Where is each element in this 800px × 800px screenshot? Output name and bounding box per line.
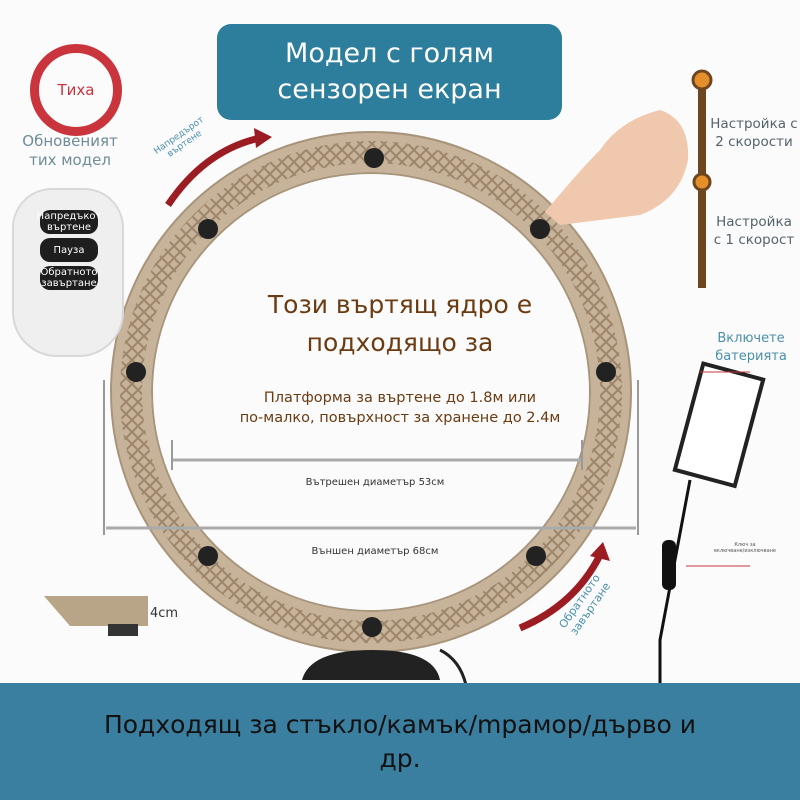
height-label: 4cm: [150, 606, 179, 621]
roller-wheel: [198, 546, 218, 566]
banner-line-2: сензорен екран: [277, 74, 502, 105]
inner-diameter-label: Вътрешен диаметър 53см: [305, 477, 445, 488]
desc-line-2: по-малко, повърхност за хранене до 2.4м: [239, 410, 561, 426]
reverse-arrow: [518, 553, 604, 632]
badge-subtitle: Обновеният тих модел: [10, 132, 130, 170]
battery-box: [672, 361, 766, 489]
side-profile: [44, 596, 148, 626]
one-speed-line-1: Настройка: [716, 214, 792, 230]
badge-label: Тиха: [57, 81, 95, 99]
speed-knob-1: [692, 172, 712, 192]
battery-line-2: батерията: [715, 349, 787, 364]
one-speed-line-2: с 1 скорост: [713, 232, 795, 248]
remote-reverse-button: Обратното завъртане: [40, 266, 98, 290]
roller-wheel: [126, 362, 146, 382]
badge-subtitle-2: тих модел: [29, 151, 111, 169]
speed-knob-2: [691, 69, 713, 91]
roller-wheel: [530, 219, 550, 239]
footer-text: Подходящ за стъкло/камък/mрамор/дърво и …: [40, 708, 760, 776]
roller-wheels: [126, 148, 616, 637]
forward-arrow: [165, 134, 261, 207]
remote-pause-button: Пауза: [40, 238, 98, 262]
forward-arrow-head: [254, 128, 272, 148]
main-description: Платформа за въртене до 1.8м или по-малк…: [170, 388, 630, 428]
reverse-arrow-head: [590, 542, 610, 561]
two-speed-label: Настройка с 2 скорости: [708, 115, 800, 151]
desc-line-1: Платформа за въртене до 1.8м или: [263, 390, 537, 406]
main-title: Този въртящ ядро е подходящо за: [170, 286, 630, 362]
footer-line-1: Подходящ за стъкло/камък/mрамор/дърво и: [103, 710, 697, 739]
base-cable: [439, 648, 468, 686]
switch-line-2: включване/изключване: [713, 548, 776, 554]
control-base: [302, 650, 440, 680]
roller-wheel: [526, 546, 546, 566]
one-speed-label: Настройка с 1 скорост: [708, 213, 800, 249]
remote-control: Напредъкот въртене Пауза Обратното завър…: [12, 188, 124, 357]
title-line-1: Този въртящ ядро е: [267, 290, 533, 319]
battery-cable: [658, 479, 692, 690]
battery-line-1: Включете: [717, 331, 785, 346]
roller-wheel: [364, 148, 384, 168]
model-banner: Модел с голям сензорен екран: [217, 24, 562, 120]
roller-wheel: [362, 617, 382, 637]
footer-bar: [0, 683, 800, 800]
title-line-2: подходящо за: [306, 328, 494, 357]
roller-wheel: [198, 219, 218, 239]
power-switch: [662, 540, 676, 590]
badge-subtitle-1: Обновеният: [22, 132, 118, 150]
hand-illustration: [545, 110, 689, 225]
switch-line-1: Ключ за: [734, 542, 756, 548]
roller-wheel: [596, 362, 616, 382]
battery-label: Включете батерията: [702, 330, 800, 366]
two-speed-line-1: Настройка с: [710, 116, 798, 132]
switch-label: Ключ за включване/изключване: [700, 542, 790, 554]
remote-forward-button: Напредъкот въртене: [36, 210, 102, 234]
outer-diameter-label: Външен диаметър 68см: [311, 546, 439, 557]
banner-line-1: Модел с голям: [285, 38, 494, 69]
quiet-badge: Тиха: [30, 44, 122, 136]
two-speed-line-2: 2 скорости: [715, 134, 793, 150]
footer-line-2: др.: [379, 744, 421, 773]
